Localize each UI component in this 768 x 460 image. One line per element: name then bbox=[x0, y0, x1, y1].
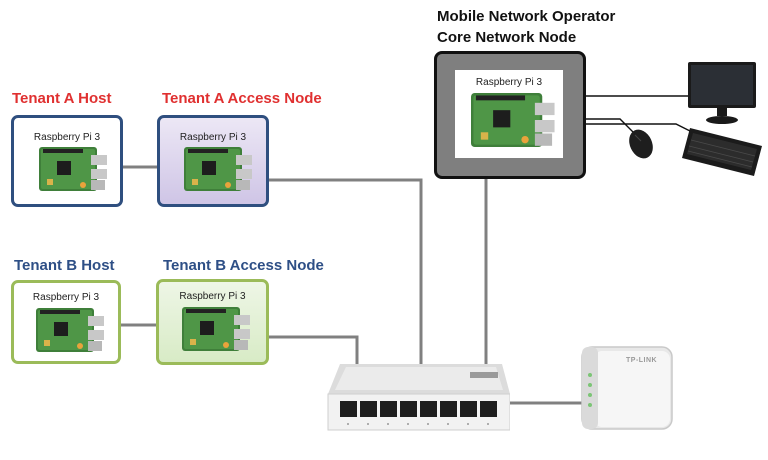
tenant-b-host-node: Raspberry Pi 3 bbox=[11, 280, 121, 364]
tenant-a-host-device-label: Raspberry Pi 3 bbox=[33, 132, 101, 143]
raspberry-pi-board-icon bbox=[182, 307, 250, 351]
raspberry-pi-board-icon bbox=[39, 147, 107, 191]
core-device-label: Raspberry Pi 3 bbox=[475, 77, 543, 88]
tenant-a-access-device-label: Raspberry Pi 3 bbox=[179, 132, 247, 143]
tenant-b-access-device-label: Raspberry Pi 3 bbox=[179, 291, 246, 302]
tenant-a-host-title: Tenant A Host bbox=[12, 90, 112, 107]
tenant-b-access-node: Raspberry Pi 3 bbox=[156, 279, 269, 365]
router-icon: TP-LINK bbox=[580, 345, 674, 431]
tenant-a-host-node: Raspberry Pi 3 bbox=[11, 115, 123, 207]
tenant-a-access-title: Tenant A Access Node bbox=[162, 90, 322, 107]
router-body bbox=[581, 346, 673, 430]
raspberry-pi-board-icon bbox=[36, 308, 104, 352]
router-brand-label: TP-LINK bbox=[626, 357, 658, 364]
tenant-b-host-device-label: Raspberry Pi 3 bbox=[32, 292, 100, 303]
raspberry-pi-board-icon bbox=[471, 92, 555, 148]
switch-icon bbox=[327, 364, 510, 431]
mouse-icon bbox=[629, 129, 653, 159]
core-network-node: Raspberry Pi 3 bbox=[434, 51, 586, 179]
tenant-b-host-title: Tenant B Host bbox=[14, 257, 115, 274]
core-device-panel: Raspberry Pi 3 bbox=[455, 70, 563, 158]
raspberry-pi-board-icon bbox=[184, 147, 252, 191]
core-node-title-line2: Core Network Node bbox=[437, 29, 577, 46]
keyboard-icon bbox=[682, 128, 762, 176]
tenant-b-access-title: Tenant B Access Node bbox=[163, 257, 324, 274]
core-node-title-line1: Mobile Network Operator bbox=[437, 8, 616, 25]
link-access-a-to-switch bbox=[250, 178, 423, 368]
link-access-b-to-switch bbox=[250, 335, 359, 368]
monitor-icon bbox=[688, 62, 756, 124]
tenant-a-access-node: Raspberry Pi 3 bbox=[157, 115, 269, 207]
